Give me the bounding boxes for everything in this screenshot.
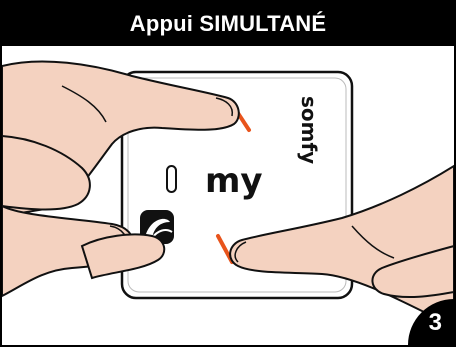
page-title: Appui SIMULTANÉ bbox=[2, 2, 454, 46]
remote-illustration: my somfy bbox=[2, 46, 454, 345]
my-button-label: my bbox=[205, 161, 263, 201]
toggle-slot-icon bbox=[167, 166, 176, 192]
brand-logo: somfy bbox=[297, 96, 321, 164]
